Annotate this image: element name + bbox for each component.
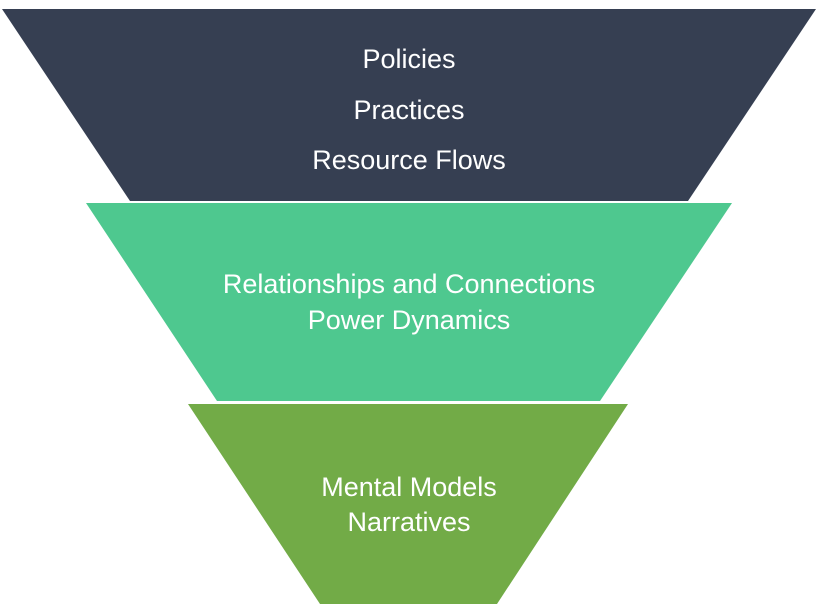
layer-middle-line-1: Relationships and Connections	[223, 269, 595, 299]
layer-bottom-line-1: Mental Models	[321, 472, 497, 502]
layer-top-line-2: Practices	[353, 95, 464, 125]
layer-top-line-1: Policies	[362, 44, 455, 74]
layer-bottom-line-2: Narratives	[347, 507, 470, 537]
layer-middle-line-2: Power Dynamics	[308, 305, 511, 335]
funnel-layer-top: Policies Practices Resource Flows	[2, 9, 816, 201]
funnel-layer-bottom: Mental Models Narratives	[188, 404, 628, 604]
funnel-layer-top-shape	[2, 9, 816, 201]
funnel-layer-middle: Relationships and Connections Power Dyna…	[86, 203, 732, 401]
funnel-layer-bottom-shape	[188, 404, 628, 604]
layer-top-line-3: Resource Flows	[312, 145, 506, 175]
funnel-layer-middle-shape	[86, 203, 732, 401]
